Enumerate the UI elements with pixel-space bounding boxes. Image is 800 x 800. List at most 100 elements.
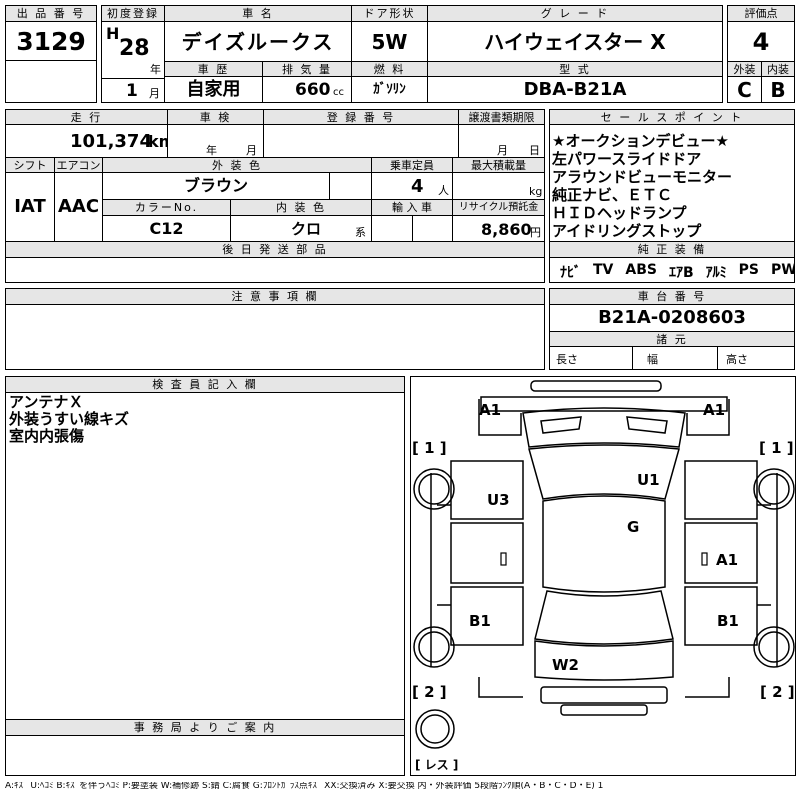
damage-mark: B1: [469, 612, 491, 630]
equipment-item: ｱﾙﾐ: [705, 265, 727, 281]
int-color: クロ: [291, 220, 322, 238]
transfer-doc-label: 譲渡書類期限: [458, 109, 545, 125]
length-cell: 長さ: [549, 346, 633, 370]
shaken-label: 車 検: [167, 109, 264, 125]
shift-label: シフト: [5, 157, 55, 173]
int-color-label: 内 装 色: [230, 199, 372, 216]
mileage-label: 走 行: [5, 109, 168, 125]
door: 5W: [371, 29, 408, 54]
recycle-fee: 8,860: [481, 220, 532, 239]
spare-tire-mark: [ レス ]: [415, 758, 459, 772]
color-cell: ブラウン: [102, 172, 330, 200]
lot-number: 3129: [16, 26, 86, 56]
equipment-item: TV: [593, 262, 614, 278]
interior-score: B: [770, 77, 786, 102]
shaken-cell: 年 月: [167, 124, 264, 158]
office-label: 事 務 局 よ り ご 案 内: [5, 719, 405, 736]
sales-points-list: ★オークションデビュー★ 左パワースライドドア アラウンドビューモニター 純正ナ…: [552, 132, 732, 240]
grade: ハイウェイスター X: [484, 29, 666, 54]
loadcap-unit: kg: [529, 185, 543, 198]
loadcap-label: 最大積載量: [452, 157, 545, 173]
shaken-year-unit: 年: [206, 144, 217, 157]
damage-mark: [ 2 ]: [760, 683, 795, 701]
grade-cell: ハイウェイスター X: [427, 21, 723, 62]
chassis-cell: B21A-0208603: [549, 304, 795, 332]
damage-mark: U1: [637, 471, 660, 489]
int-color-unit: 系: [355, 226, 366, 239]
chassis-number: B21A-0208603: [598, 307, 746, 328]
ac-cell: AAC: [54, 172, 103, 242]
damage-mark: [ 1 ]: [759, 439, 794, 457]
transfer-month-unit: 月: [497, 144, 508, 157]
chassis-label: 車 台 番 号: [549, 288, 795, 305]
score-label: 評価点: [727, 5, 795, 22]
import-cell-b: [412, 215, 453, 242]
import-label: 輸 入 車: [371, 199, 453, 216]
inspector-line: アンテナＸ: [9, 393, 84, 411]
reg-number-cell: [263, 124, 459, 158]
first-reg-year-cell: H 28 年: [101, 21, 165, 79]
inspector-cell: アンテナＸ 外装うすい線キズ 室内内張傷: [5, 392, 405, 720]
history: 自家用: [186, 78, 241, 100]
month-unit: 月: [149, 87, 160, 100]
model-cell: DBA-B21A: [427, 76, 723, 103]
damage-mark: A1: [716, 551, 739, 569]
sales-point: アイドリングストップ: [552, 222, 702, 240]
dims-label: 諸 元: [549, 331, 795, 347]
fuel-label: 燃 料: [351, 61, 428, 77]
inspector-line: 室内内張傷: [9, 427, 85, 445]
car-name: デイズルークス: [181, 29, 335, 54]
loadcap-cell: kg: [452, 172, 545, 200]
later-parts-cell: [5, 257, 545, 283]
car-damage-diagram: A1 A1 [ 1 ] [ 1 ] U3 U1 G A1 B1 B1 W2 [ …: [410, 376, 796, 776]
width-label: 幅: [647, 353, 658, 366]
lot-blank-cell: [5, 60, 97, 103]
first-reg-month-cell: 1 月: [101, 78, 165, 103]
sales-points-cell: ★オークションデビュー★ 左パワースライドドア アラウンドビューモニター 純正ナ…: [549, 124, 795, 242]
capacity-label: 乗車定員: [371, 157, 453, 173]
door-label: ドア形状: [351, 5, 428, 22]
exterior-score-cell: C: [727, 76, 762, 103]
interior-label: 内装: [761, 61, 795, 77]
transfer-day-unit: 日: [529, 144, 540, 157]
first-reg-label: 初度登録: [101, 5, 165, 22]
model-label: 型 式: [427, 61, 723, 77]
history-label: 車 歴: [164, 61, 263, 77]
equipment-item: PW: [771, 262, 795, 278]
ac: AAC: [57, 196, 100, 217]
damage-mark: U3: [487, 491, 510, 509]
fuel-cell: ｶﾞｿﾘﾝ: [351, 76, 428, 103]
color-label: 外 装 色: [102, 157, 372, 173]
damage-mark: [ 2 ]: [412, 683, 447, 701]
equipment-label: 純 正 装 備: [549, 241, 795, 258]
sales-points-label: セ ー ル ス ポ イ ン ト: [549, 109, 795, 125]
capacity-unit: 人: [438, 184, 449, 197]
capacity: 4: [411, 176, 424, 197]
equipment-item: ﾅﾋﾞ: [560, 265, 581, 281]
color-number: C12: [149, 218, 184, 238]
legend: A:ｷｽﾞ U:ﾍｺﾐ B:ｷｽﾞを伴うﾍｺﾐ P:要塗装 W:補修跡 S:錆 …: [5, 782, 604, 791]
office-cell: [5, 735, 405, 776]
sales-point: アラウンドビューモニター: [552, 168, 733, 186]
equipment-item: ｴｱB: [668, 265, 694, 281]
sales-point: ＨＩＤヘッドランプ: [552, 204, 687, 222]
car-name-label: 車 名: [164, 5, 352, 22]
score: 4: [752, 27, 770, 56]
sales-point: 純正ナビ、ＥＴＣ: [552, 186, 673, 204]
inspector-notes: アンテナＸ 外装うすい線キズ 室内内張傷: [9, 394, 129, 445]
int-color-cell: クロ 系: [230, 215, 372, 242]
shaken-month-unit: 月: [246, 144, 257, 157]
notes-cell: [5, 304, 545, 370]
reg-number-label: 登 録 番 号: [263, 109, 459, 125]
color-no-cell: C12: [102, 215, 231, 242]
displacement-label: 排 気 量: [262, 61, 352, 77]
equipment-item: PS: [738, 262, 759, 278]
mileage: 101,374: [70, 131, 152, 152]
height-label: 高さ: [726, 353, 748, 366]
sales-point: 左パワースライドドア: [552, 150, 702, 168]
damage-mark: A1: [479, 401, 502, 419]
shift-cell: IAT: [5, 172, 55, 242]
height-cell: 高さ: [717, 346, 795, 370]
year-unit: 年: [150, 63, 161, 76]
damage-mark: B1: [717, 612, 739, 630]
